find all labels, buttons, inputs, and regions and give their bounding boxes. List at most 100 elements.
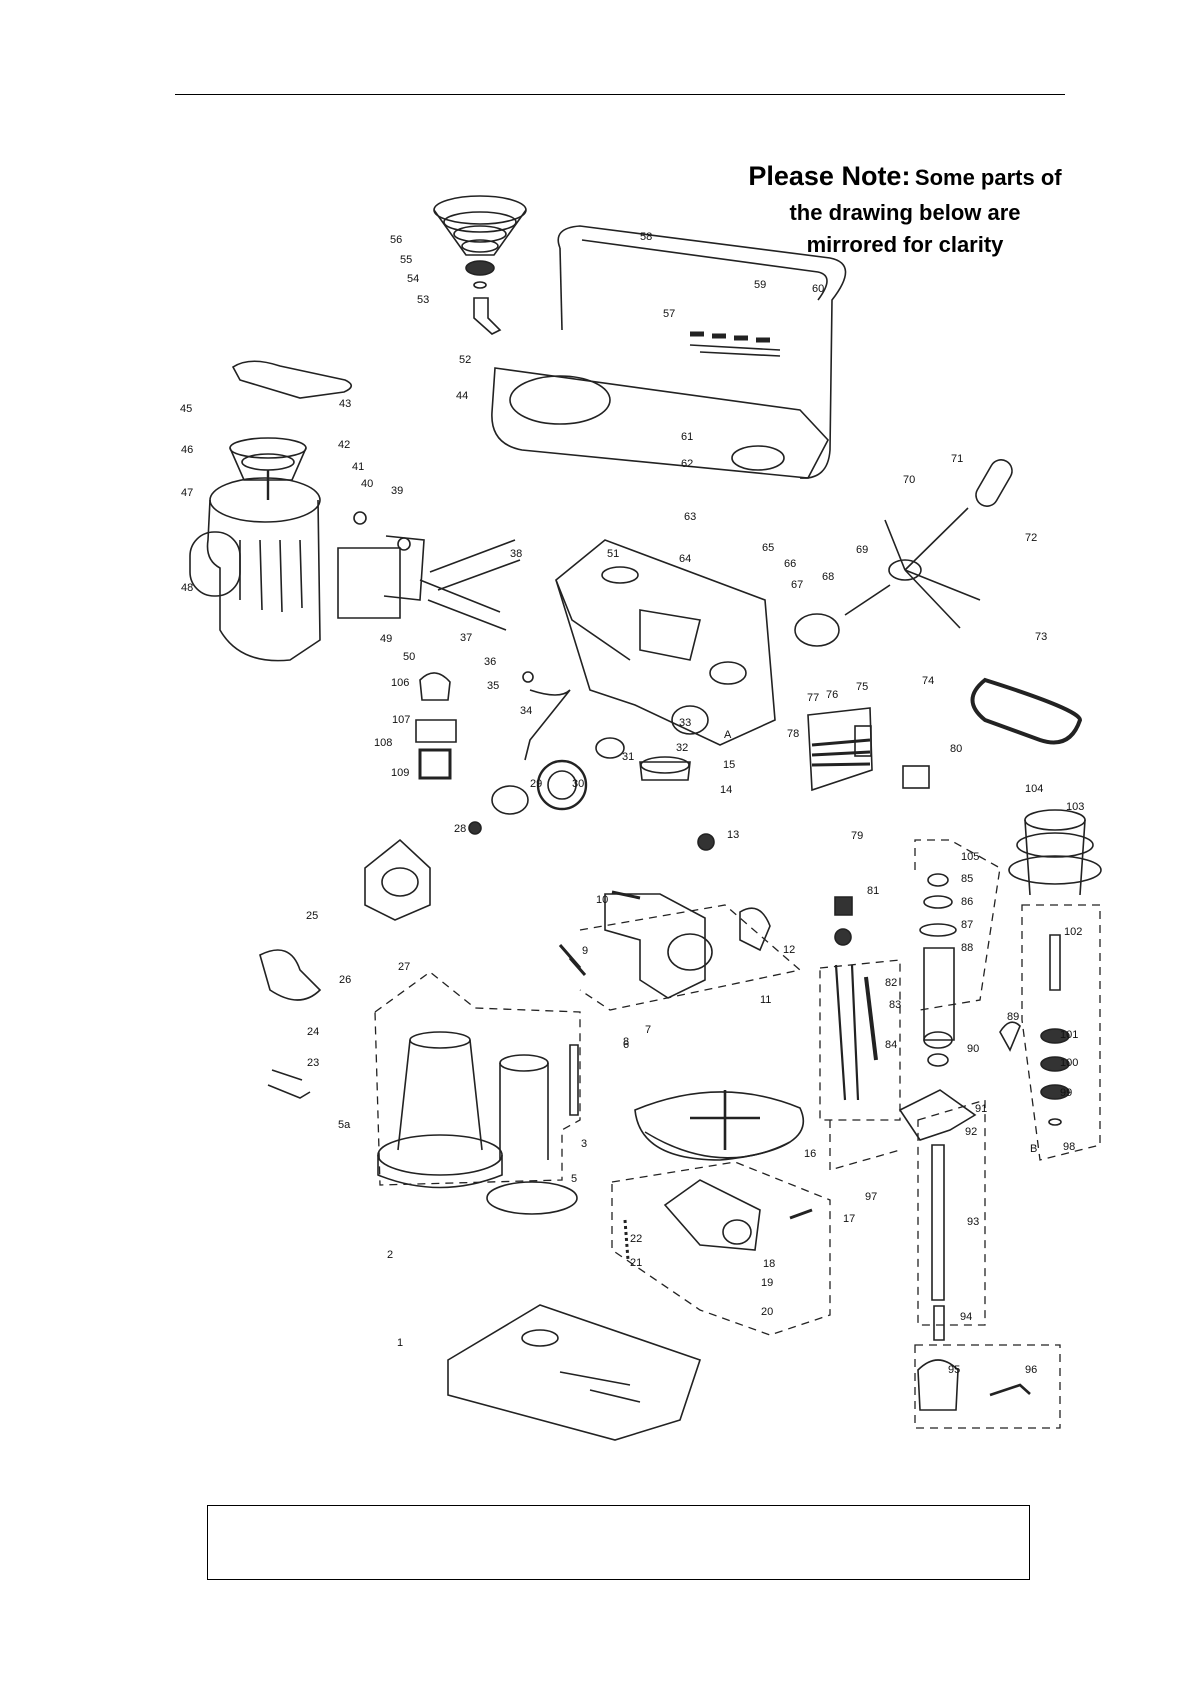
callout-62: 62 <box>681 458 693 470</box>
callout-37: 37 <box>460 632 472 644</box>
callout-7: 7 <box>645 1024 651 1036</box>
callout-28: 28 <box>454 823 466 835</box>
callout-25: 25 <box>306 910 318 922</box>
callout-12: 12 <box>783 944 795 956</box>
callout-63: 63 <box>684 511 696 523</box>
callout-A: A <box>724 729 732 741</box>
callout-labels: 12355a6789101112131415161718192021222324… <box>180 231 1084 1376</box>
work-table-part <box>623 1090 813 1261</box>
callout-18: 18 <box>763 1258 775 1270</box>
callout-96: 96 <box>1025 1364 1037 1376</box>
callout-86: 86 <box>961 896 973 908</box>
column-part <box>377 1031 579 1215</box>
callout-80: 80 <box>950 743 962 755</box>
callout-103: 103 <box>1066 801 1084 813</box>
callout-99: 99 <box>1060 1087 1072 1099</box>
callout-22: 22 <box>630 1233 642 1245</box>
callout-97: 97 <box>865 1191 877 1203</box>
callout-6: 6 <box>623 1039 629 1051</box>
callout-72: 72 <box>1025 532 1037 544</box>
belt-guard-cover-part <box>491 225 847 479</box>
callout-23: 23 <box>307 1057 319 1069</box>
callout-74: 74 <box>922 675 934 687</box>
callout-106: 106 <box>391 677 409 689</box>
callout-56: 56 <box>390 234 402 246</box>
callout-107: 107 <box>392 714 410 726</box>
callout-51: 51 <box>607 548 619 560</box>
callout-11: 11 <box>760 994 771 1006</box>
callout-32: 32 <box>676 742 688 754</box>
callout-66: 66 <box>784 558 796 570</box>
motor-bracket-part <box>337 511 521 631</box>
footer-box <box>207 1505 1030 1580</box>
callout-41: 41 <box>352 461 364 473</box>
callout-83: 83 <box>889 999 901 1011</box>
header-rule <box>175 94 1065 95</box>
callout-55: 55 <box>400 254 412 266</box>
callout-3: 3 <box>581 1138 587 1150</box>
callout-91: 91 <box>975 1103 987 1115</box>
callout-67: 67 <box>791 579 803 591</box>
callout-75: 75 <box>856 681 868 693</box>
callout-42: 42 <box>338 439 350 451</box>
callout-94: 94 <box>960 1311 972 1323</box>
callout-27: 27 <box>398 961 410 973</box>
callout-31: 31 <box>622 751 634 763</box>
callout-57: 57 <box>663 308 675 320</box>
callout-52: 52 <box>459 354 471 366</box>
callout-13: 13 <box>727 829 739 841</box>
callout-9: 9 <box>582 945 588 957</box>
head-casting-part <box>555 539 776 746</box>
callout-71: 71 <box>951 453 963 465</box>
callout-53: 53 <box>417 294 429 306</box>
callout-68: 68 <box>822 571 834 583</box>
callout-44: 44 <box>456 390 468 402</box>
callout-48: 48 <box>181 582 193 594</box>
callout-77: 77 <box>807 692 819 704</box>
callout-15: 15 <box>723 759 735 771</box>
callout-58: 58 <box>640 231 652 243</box>
callout-100: 100 <box>1060 1057 1078 1069</box>
callout-30: 30 <box>572 778 584 790</box>
callout-5a: 5a <box>338 1119 351 1131</box>
spindle-chuck-part <box>917 1144 1031 1411</box>
callout-87: 87 <box>961 919 973 931</box>
quill-assembly-part <box>834 873 1021 1141</box>
callout-24: 24 <box>307 1026 319 1038</box>
callout-39: 39 <box>391 485 403 497</box>
callout-29: 29 <box>530 778 542 790</box>
callout-84: 84 <box>885 1039 897 1051</box>
callout-21: 21 <box>630 1257 642 1269</box>
callout-104: 104 <box>1025 783 1043 795</box>
motor-part <box>189 470 321 662</box>
callout-109: 109 <box>391 767 409 779</box>
callout-20: 20 <box>761 1306 773 1318</box>
spring-housing-part <box>364 737 625 921</box>
callout-88: 88 <box>961 942 973 954</box>
callout-47: 47 <box>181 487 193 499</box>
callout-38: 38 <box>510 548 522 560</box>
callout-43: 43 <box>339 398 351 410</box>
callout-81: 81 <box>867 885 879 897</box>
callout-70: 70 <box>903 474 915 486</box>
callout-14: 14 <box>720 784 732 796</box>
switch-box-part <box>807 707 930 792</box>
callout-54: 54 <box>407 273 419 285</box>
callout-102: 102 <box>1064 926 1082 938</box>
callout-92: 92 <box>965 1126 977 1138</box>
callout-10: 10 <box>596 894 608 906</box>
callout-50: 50 <box>403 651 415 663</box>
callout-95: 95 <box>948 1364 960 1376</box>
callout-89: 89 <box>1007 1011 1019 1023</box>
callout-73: 73 <box>1035 631 1047 643</box>
callout-16: 16 <box>804 1148 816 1160</box>
callout-8: 8 <box>623 1036 629 1048</box>
drive-belt-part <box>970 677 1083 745</box>
callout-40: 40 <box>361 478 373 490</box>
callout-82: 82 <box>885 977 897 989</box>
feed-handle-part <box>794 459 1013 647</box>
cord-and-keys-part <box>259 949 322 1099</box>
callout-19: 19 <box>761 1277 773 1289</box>
mirror-note: Please Note: Some parts of the drawing b… <box>700 160 1110 261</box>
